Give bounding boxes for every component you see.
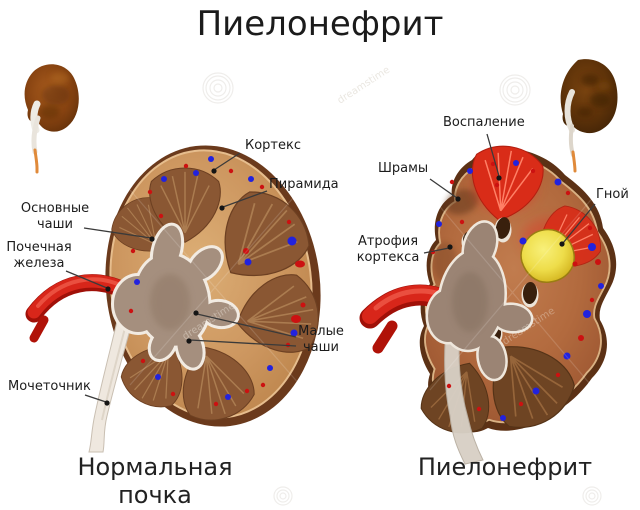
label-major-calyces: Основные чаши xyxy=(10,201,100,233)
normal-kidney-section xyxy=(25,145,325,453)
label-cortex-atrophy: Атрофия кортекса xyxy=(352,234,424,266)
small-normal-kidney-icon xyxy=(24,64,79,174)
leader-dots xyxy=(104,168,565,406)
label-cortex-atrophy-line1: Атрофия xyxy=(357,234,419,249)
infection-dots xyxy=(128,163,306,407)
ureter-diseased xyxy=(444,321,484,465)
label-minor-calyces: Малые чаши xyxy=(297,324,345,356)
label-cortex-atrophy-line2: кортекса xyxy=(356,250,420,265)
vessel-dots xyxy=(134,156,298,400)
leader-lines xyxy=(65,133,596,403)
label-renal-gland: Почечная железа xyxy=(2,240,76,272)
watermark-text: dreamstime xyxy=(336,65,392,107)
diseased-kidney-section xyxy=(359,140,617,465)
label-pyramid: Пирамида xyxy=(269,177,339,192)
vessel-dots-diseased xyxy=(436,160,604,421)
label-renal-gland-line1: Почечная xyxy=(6,240,72,255)
pus-pocket xyxy=(520,228,575,283)
label-minor-calyces-line1: Малые xyxy=(298,324,344,339)
diagram-title: Пиелонефрит xyxy=(196,4,444,44)
caption-normal-kidney: Нормальная почка xyxy=(77,453,233,509)
label-major-calyces-line2: чаши xyxy=(37,217,73,232)
infection-dots-diseased xyxy=(430,161,601,412)
label-pus: Гной xyxy=(596,187,629,202)
label-minor-calyces-line2: чаши xyxy=(303,340,339,355)
label-renal-gland-line2: железа xyxy=(13,256,65,271)
label-inflammation: Воспаление xyxy=(443,115,525,130)
renal-pelvis xyxy=(114,222,239,370)
label-ureter: Мочеточник xyxy=(8,379,91,394)
caption-pyelonephritis: Пиелонефрит xyxy=(417,453,593,481)
watermark-spirals xyxy=(202,72,602,506)
label-major-calyces-line1: Основные xyxy=(20,201,90,216)
renal-pelvis-diseased xyxy=(428,219,532,381)
small-diseased-kidney-icon xyxy=(560,59,618,173)
label-scars: Шрамы xyxy=(378,161,429,176)
label-cortex: Кортекс xyxy=(245,138,302,153)
